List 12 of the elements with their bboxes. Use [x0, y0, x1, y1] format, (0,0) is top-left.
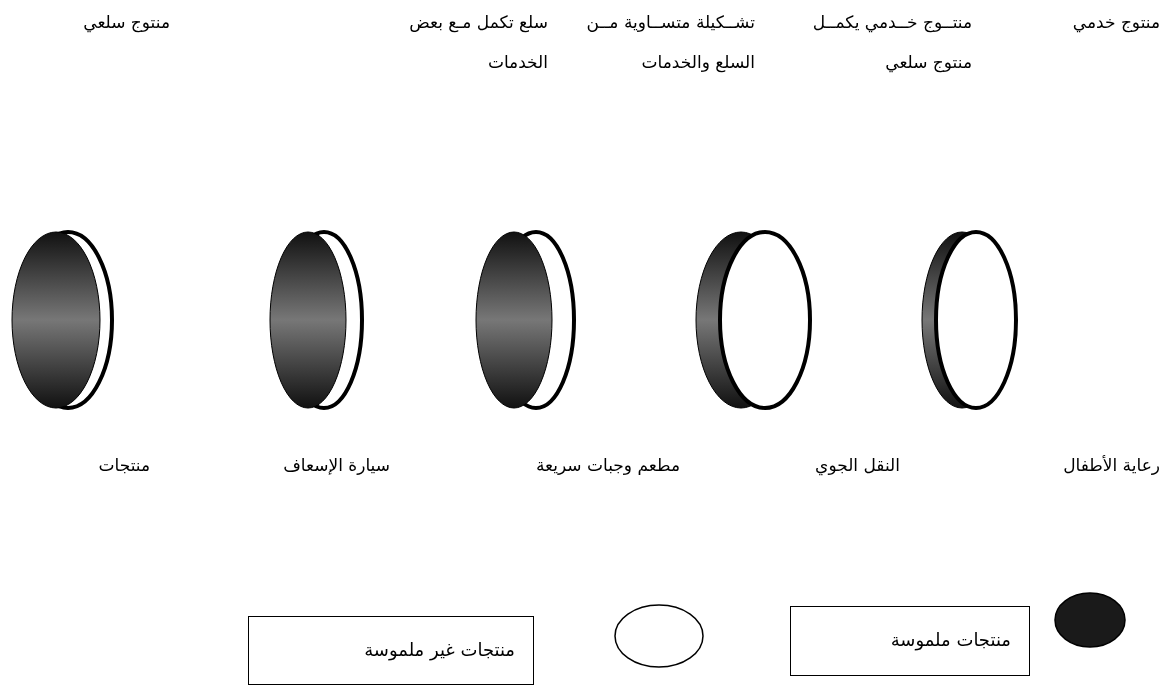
- legend-label: منتجات غير ملموسة: [248, 616, 534, 685]
- example-label: مطعم وجبات سريعة: [534, 454, 680, 477]
- column-heading: منتوج خدمي: [1071, 11, 1160, 35]
- example-label: النقل الجوي: [814, 454, 900, 478]
- column-heading: تشــكيلة متســاوية مــن السلع والخدمات: [585, 11, 755, 75]
- example-label: منتجات: [97, 454, 150, 477]
- legend-label: منتجات ملموسة: [790, 606, 1030, 676]
- example-label: رعاية الأطفال: [1062, 454, 1160, 477]
- example-label: سيارة الإسعاف: [282, 454, 390, 477]
- column-heading: منتــوج خــدمي يكمــل منتوج سلعي: [811, 11, 972, 75]
- column-heading: سلع تكمل مـع بعض الخدمات: [408, 11, 548, 74]
- column-heading: منتوج سلعي: [82, 11, 170, 35]
